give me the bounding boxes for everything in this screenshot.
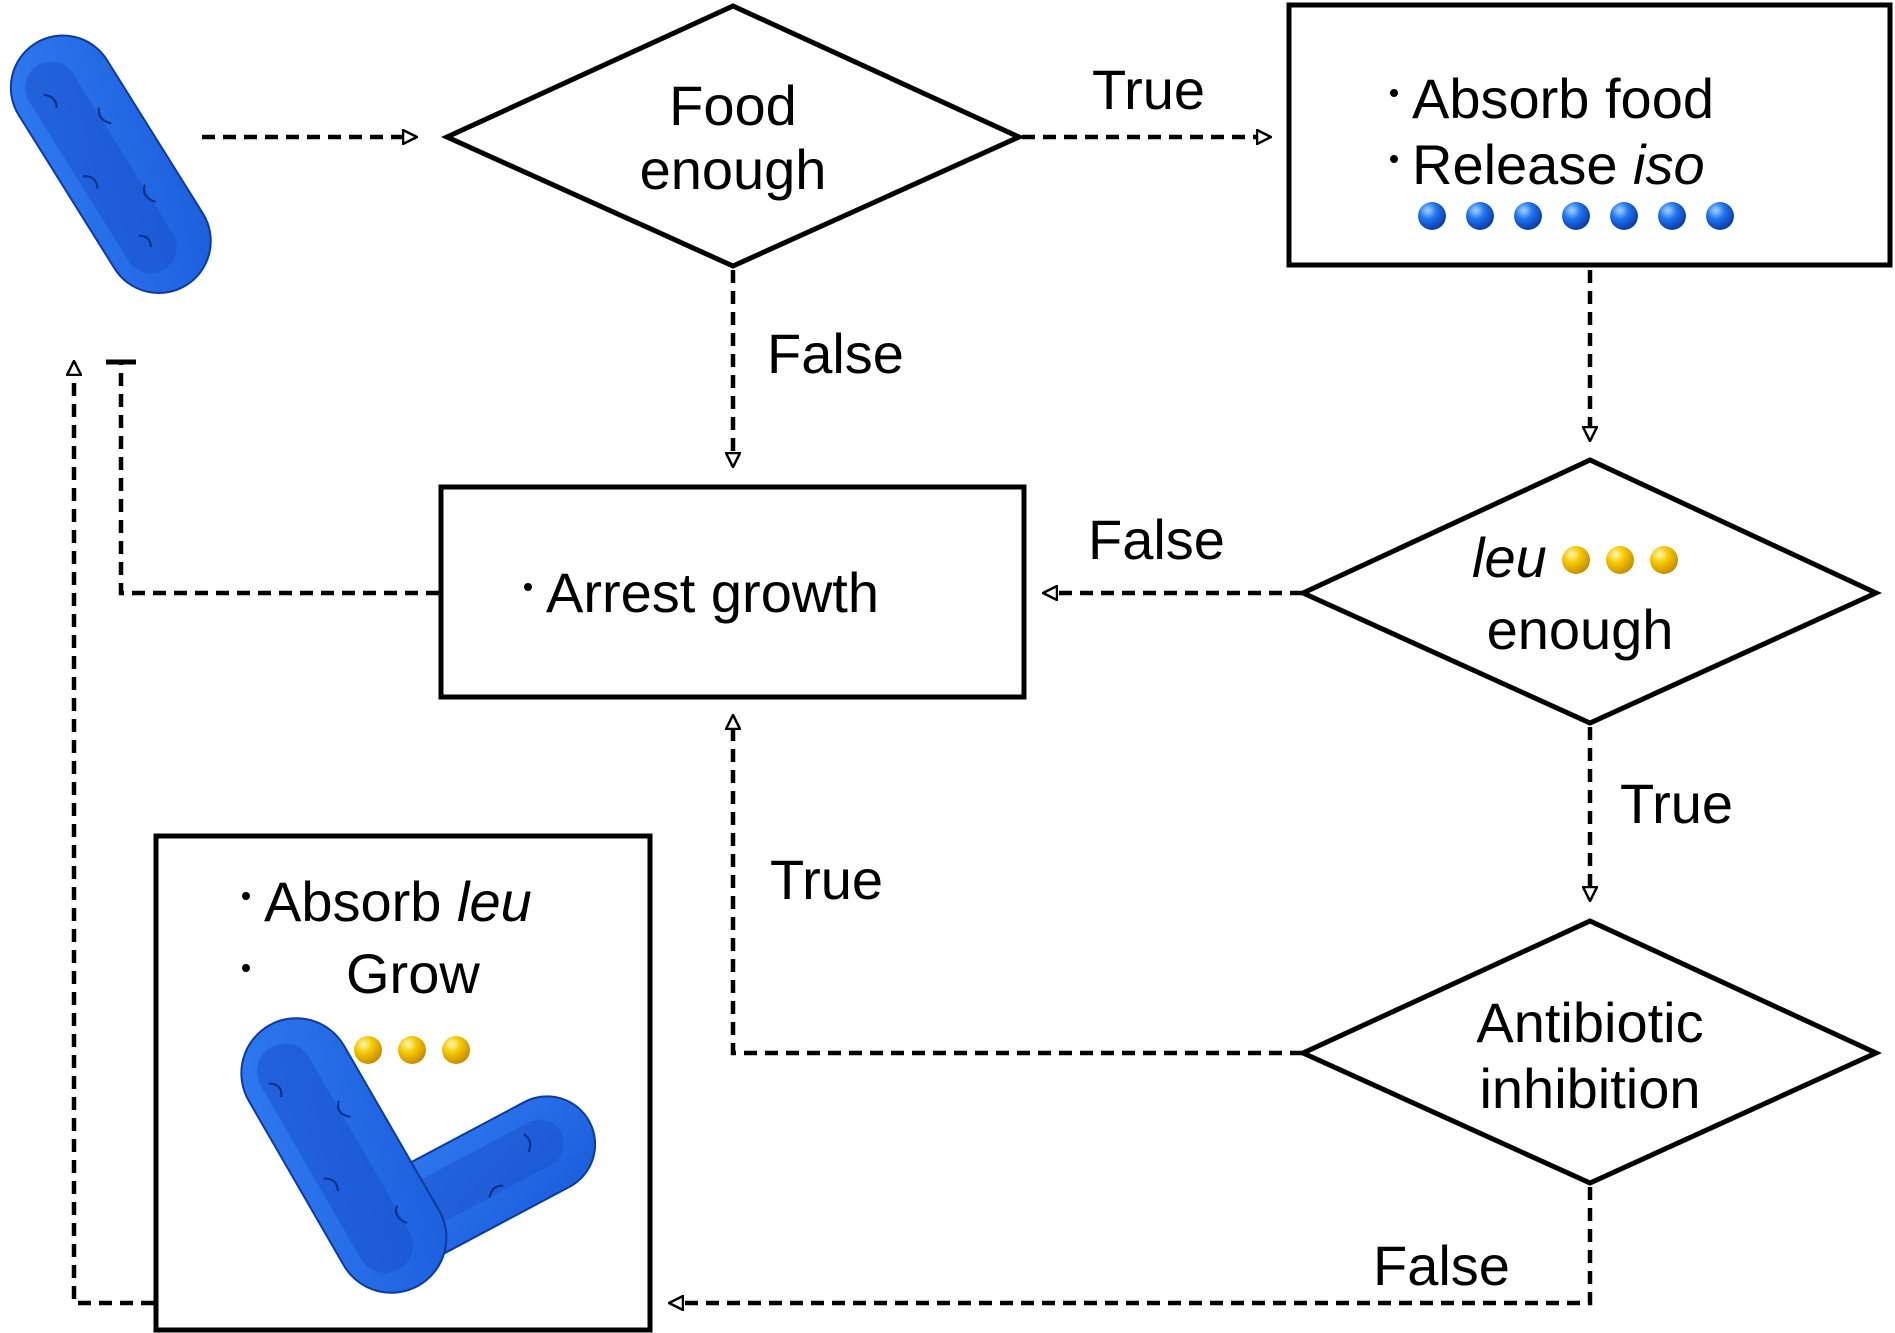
bullet-icon [242, 964, 250, 972]
arrow-antibiotic-false [670, 1187, 1593, 1303]
absorb-food-box [1286, 2, 1893, 268]
iso-molecule [1706, 202, 1734, 230]
iso-molecules [1418, 202, 1734, 230]
leu-molecule [1606, 546, 1634, 574]
food-enough-line2: enough [639, 138, 827, 201]
leu-molecule [1650, 546, 1678, 574]
edge-label-food-true: True [1092, 58, 1206, 121]
leu-molecule [442, 1036, 470, 1064]
edge-label-food-false: False [767, 322, 904, 385]
edge-label-antibiotic-true: True [770, 848, 884, 911]
arrow-grow-to-bacterium [74, 362, 154, 1306]
absorb-leu-grow-text: Absorb leu Grow [242, 866, 532, 1010]
arrest-growth-text: Arrest growth [524, 560, 879, 626]
arrest-growth-box [438, 484, 1027, 700]
food-enough-diamond [440, 3, 1026, 269]
bacterium-daughter-left [240, 1017, 448, 1294]
bullet-icon [1390, 155, 1398, 163]
antibiotic-inhibition-label: Antibiotic inhibition [1476, 991, 1704, 1120]
absorb-leu-item: Absorb leu [242, 866, 532, 938]
absorb-food-text: Absorb food Release iso [1390, 66, 1714, 198]
iso-molecule [1466, 202, 1494, 230]
leu-molecule [354, 1036, 382, 1064]
release-iso-item: Release iso [1390, 132, 1714, 198]
edge-label-leu-false: False [1088, 508, 1225, 571]
edge-label-antibiotic-false: False [1373, 1234, 1510, 1297]
antibiotic-inhibition-diamond [1296, 918, 1883, 1186]
leu-molecule [1562, 546, 1590, 574]
absorb-food-item: Absorb food [1390, 66, 1714, 132]
iso-molecule [1514, 202, 1542, 230]
iso-molecule [1658, 202, 1686, 230]
bullet-icon [242, 892, 250, 900]
leu-enough-diamond [1296, 457, 1882, 726]
leu-molecules-diamond [1562, 546, 1678, 574]
iso-molecule [1562, 202, 1590, 230]
food-enough-label: Food enough [583, 74, 883, 202]
arrow-antibiotic-true [733, 716, 1303, 1056]
leu-label: leu [1472, 526, 1547, 589]
iso-molecule [1610, 202, 1638, 230]
grow-item: Grow [242, 938, 532, 1010]
food-enough-line1: Food [669, 74, 797, 137]
leu-molecule [398, 1036, 426, 1064]
bullet-icon [1390, 89, 1398, 97]
bacterium-top-left [9, 34, 212, 295]
bullet-icon [524, 583, 532, 591]
leu-enough-line2: enough [1486, 598, 1674, 661]
inhibition-arrest-to-bacterium [118, 364, 439, 596]
leu-molecules-box [354, 1036, 470, 1064]
iso-molecule [1418, 202, 1446, 230]
edge-label-leu-true: True [1620, 772, 1734, 835]
